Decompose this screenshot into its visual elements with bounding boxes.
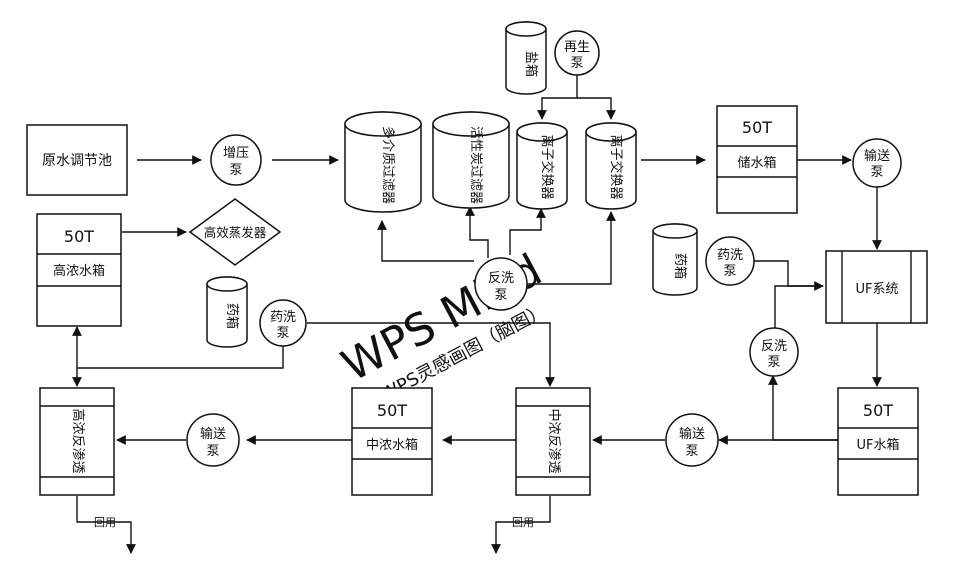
mid-water-tank: 50T 中浓水箱 <box>351 387 433 496</box>
chem-pump-right-label-2: 泵 <box>723 264 736 279</box>
storage-tank-capacity: 50T <box>742 118 772 137</box>
high-water-tank: 50T 高浓水箱 <box>36 213 122 327</box>
transfer-pump-top-label-2: 泵 <box>870 165 883 180</box>
ion-exchanger-1: 离子交换器 <box>516 122 568 210</box>
mid-tank-label: 中浓水箱 <box>366 437 418 453</box>
high-tank-capacity: 50T <box>64 227 94 246</box>
chem-tank-mid-label: 药箱 <box>672 253 688 279</box>
mid-ro-label: 中浓反渗透 <box>546 408 561 473</box>
arrow-chempump-to-uf <box>754 260 824 291</box>
transfer-pump-top: 输送 泵 <box>852 138 902 188</box>
ion-exchanger-1-label: 离子交换器 <box>539 134 555 199</box>
arrow-backwash-to-exchanger-1 <box>509 208 546 255</box>
booster-pump-label-2: 泵 <box>229 163 242 178</box>
booster-pump: 增压 泵 <box>210 134 262 186</box>
high-ro-label: 高浓反渗透 <box>70 408 86 473</box>
arrow-chempump-to-mid-ro <box>307 322 555 387</box>
evaporator: 高效蒸发器 <box>188 198 282 266</box>
regen-pump-label-1: 再生 <box>564 40 590 55</box>
salt-tank-label: 盐箱 <box>523 51 539 77</box>
chem-pump-left: 药洗 泵 <box>259 299 307 347</box>
uf-tank-label: UF水箱 <box>857 437 900 453</box>
backwash-pump-center-label-2: 泵 <box>494 288 507 303</box>
arrow-high-ro-reuse <box>76 496 136 554</box>
high-tank-label: 高浓水箱 <box>53 263 105 279</box>
transfer-pump-left-label-2: 泵 <box>206 444 219 459</box>
connectors <box>72 72 882 554</box>
backwash-pump-right-label-2: 泵 <box>767 355 780 370</box>
backwash-pump-center: 反洗 泵 <box>474 257 528 311</box>
chem-pump-left-label-2: 泵 <box>276 326 289 341</box>
multimedia-filter: 多介质过滤器 <box>344 111 422 213</box>
storage-tank: 50T 储水箱 <box>716 105 798 214</box>
reuse-label-mid: 回用 <box>512 516 534 529</box>
uf-system-label: UF系统 <box>856 282 899 297</box>
high-ro-unit: 高浓反渗透 <box>39 387 115 496</box>
mid-ro-unit: 中浓反渗透 <box>515 387 591 496</box>
backwash-pump-right-label-1: 反洗 <box>761 339 787 354</box>
uf-system: UF系统 <box>825 250 928 324</box>
uf-water-tank: 50T UF水箱 <box>837 387 919 496</box>
uf-tank-capacity: 50T <box>863 401 893 420</box>
regen-pump-label-2: 泵 <box>570 56 583 71</box>
line-backwash-to-uf <box>774 285 823 328</box>
chem-pump-left-label-1: 药洗 <box>270 310 296 325</box>
storage-tank-label: 储水箱 <box>737 155 776 171</box>
arrow-regen-to-exchanger-1 <box>537 72 578 120</box>
line-chempump-to-high <box>77 346 284 369</box>
transfer-pump-right-label-2: 泵 <box>685 444 698 459</box>
ion-exchanger-2: 离子交换器 <box>585 122 637 210</box>
chem-pump-right: 药洗 泵 <box>705 236 755 286</box>
booster-pump-label-1: 增压 <box>223 146 249 161</box>
raw-water-pool: 原水调节池 <box>26 124 128 196</box>
chem-tank-mid: 药箱 <box>652 223 698 296</box>
backwash-pump-right: 反洗 泵 <box>749 327 799 377</box>
regen-pump: 再生 泵 <box>554 30 600 76</box>
transfer-pump-right-label-1: 输送 <box>679 426 705 442</box>
backwash-pump-center-label-1: 反洗 <box>488 271 514 286</box>
chem-tank-left: 药箱 <box>206 276 248 348</box>
arrow-backwash-to-carbon <box>465 206 489 258</box>
arrow-backwash-to-multimedia <box>377 220 474 262</box>
chem-tank-left-label: 药箱 <box>224 303 240 329</box>
transfer-pump-left: 输送 泵 <box>186 413 240 467</box>
carbon-filter: 活性炭过滤器 <box>432 111 510 209</box>
transfer-pump-right: 输送 泵 <box>665 413 719 467</box>
carbon-filter-label: 活性炭过滤器 <box>468 126 483 204</box>
reuse-label-left: 回用 <box>94 516 116 529</box>
transfer-pump-left-label-1: 输送 <box>200 426 226 442</box>
transfer-pump-top-label-1: 输送 <box>864 148 890 164</box>
arrow-backwash-to-exchanger-2 <box>527 211 616 285</box>
arrow-uftank-to-backwash <box>768 375 838 441</box>
ion-exchanger-2-label: 离子交换器 <box>608 134 624 199</box>
raw-water-pool-label: 原水调节池 <box>42 153 112 169</box>
salt-tank: 盐箱 <box>505 21 547 95</box>
arrow-mid-ro-reuse <box>491 496 551 554</box>
arrow-regen-to-exchanger-2 <box>577 97 616 120</box>
chem-pump-right-label-1: 药洗 <box>717 248 743 263</box>
evaporator-label: 高效蒸发器 <box>204 225 267 240</box>
mid-tank-capacity: 50T <box>377 401 407 420</box>
multimedia-filter-label: 多介质过滤器 <box>380 126 396 204</box>
